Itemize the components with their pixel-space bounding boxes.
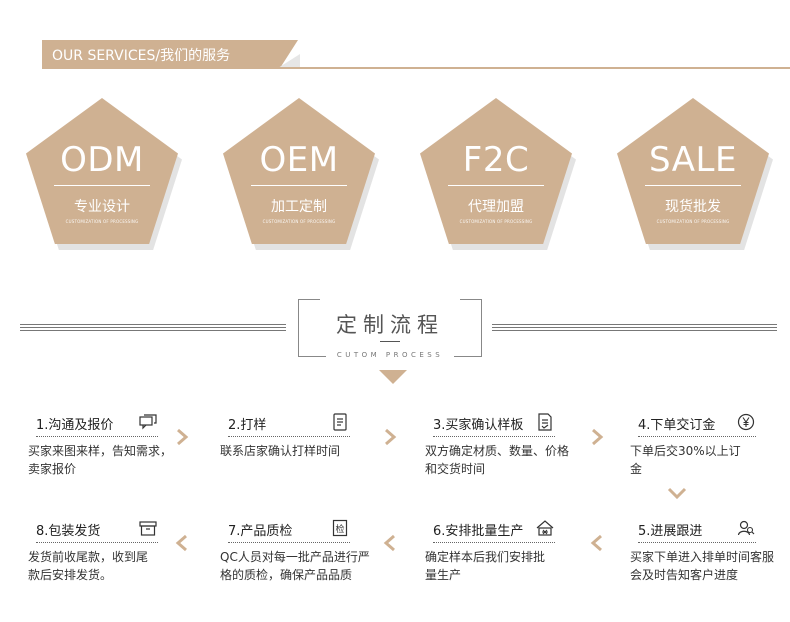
step-title: 1.沟通及报价	[36, 418, 114, 433]
service-name: 专业设计	[74, 199, 130, 215]
step-title: 3.买家确认样板	[433, 418, 524, 433]
person-search-icon	[736, 518, 756, 538]
yen-icon	[736, 412, 756, 432]
service-name: 代理加盟	[468, 199, 524, 215]
step-description: 买家来图来样，告知需求，卖家报价	[28, 444, 173, 476]
arrow-right-icon	[175, 428, 189, 446]
title-lines-right	[492, 324, 777, 332]
step-4: 4.下单交订金 下单后交30%以上订金	[630, 412, 756, 476]
step-description: 确定样本后我们安排批量生产	[425, 550, 546, 582]
process-title-box: 定制流程 CUTOM PROCESS	[298, 299, 482, 359]
step-2: 2.打样 联系店家确认打样时间	[220, 412, 350, 458]
service-name: 现货批发	[665, 199, 721, 215]
service-subtitle: CUSTOMIZATION OF PROCESSING	[459, 219, 533, 224]
service-subtitle: CUSTOMIZATION OF PROCESSING	[65, 219, 139, 224]
service-code: SALE	[649, 140, 737, 180]
factory-icon	[535, 518, 555, 538]
chat-icon	[138, 412, 158, 432]
step-description: 买家下单进入排单时间客服会及时告知客户进度	[630, 550, 775, 582]
step-5: 5.进展跟进 买家下单进入排单时间客服会及时告知客户进度	[630, 518, 774, 582]
service-code: ODM	[60, 140, 144, 180]
arrow-right-icon	[383, 428, 397, 446]
arrow-left-icon	[175, 534, 189, 552]
header-ribbon	[42, 40, 298, 68]
service-card-f2c: F2C 代理加盟 CUSTOMIZATION OF PROCESSING	[420, 98, 576, 250]
step-title: 8.包装发货	[36, 524, 101, 539]
down-triangle-icon	[379, 370, 407, 384]
service-card-odm: ODM 专业设计 CUSTOMIZATION OF PROCESSING	[26, 98, 182, 250]
step-title: 5.进展跟进	[638, 524, 703, 539]
service-subtitle: CUSTOMIZATION OF PROCESSING	[656, 219, 730, 224]
title-lines-left	[20, 324, 286, 332]
header-divider	[42, 67, 790, 69]
step-description: 下单后交30%以上订金	[630, 444, 741, 476]
service-subtitle: CUSTOMIZATION OF PROCESSING	[262, 219, 336, 224]
box-icon	[138, 518, 158, 538]
step-title: 6.安排批量生产	[433, 524, 524, 539]
step-description: 联系店家确认打样时间	[220, 444, 341, 458]
section-title: OUR SERVICES/我们的服务	[52, 48, 231, 64]
step-3: 3.买家确认样板 双方确定材质、数量、价格和交货时间	[425, 412, 569, 476]
service-code: OEM	[259, 140, 339, 180]
step-title: 4.下单交订金	[638, 418, 716, 433]
arrow-left-icon	[590, 534, 604, 552]
step-8: 8.包装发货 发货前收尾款，收到尾款后安排发货。	[28, 518, 158, 582]
step-7: 7.产品质检 检 QC人员对每一批产品进行严格的质检，确保产品品质	[220, 518, 370, 582]
arrow-down-icon	[667, 486, 687, 500]
inspection-icon: 检	[330, 518, 350, 538]
service-name: 加工定制	[271, 199, 327, 215]
step-description: 发货前收尾款，收到尾款后安排发货。	[28, 550, 149, 582]
service-code: F2C	[462, 140, 530, 180]
process-subtitle: CUTOM PROCESS	[336, 351, 444, 359]
service-card-sale: SALE 现货批发 CUSTOMIZATION OF PROCESSING	[617, 98, 773, 250]
checklist-icon	[535, 412, 555, 432]
service-card-oem: OEM 加工定制 CUSTOMIZATION OF PROCESSING	[223, 98, 379, 250]
step-title: 7.产品质检	[228, 524, 293, 539]
step-6: 6.安排批量生产 确定样本后我们安排批量生产	[425, 518, 555, 582]
document-icon	[330, 412, 350, 432]
step-title: 2.打样	[228, 418, 267, 433]
step-1: 1.沟通及报价 买家来图来样，告知需求，卖家报价	[28, 412, 172, 476]
arrow-right-icon	[590, 428, 604, 446]
step-description: QC人员对每一批产品进行严格的质检，确保产品品质	[220, 550, 370, 582]
step-description: 双方确定材质、数量、价格和交货时间	[425, 444, 570, 476]
svg-text:检: 检	[335, 523, 344, 535]
process-title: 定制流程	[336, 313, 444, 337]
arrow-left-icon	[383, 534, 397, 552]
